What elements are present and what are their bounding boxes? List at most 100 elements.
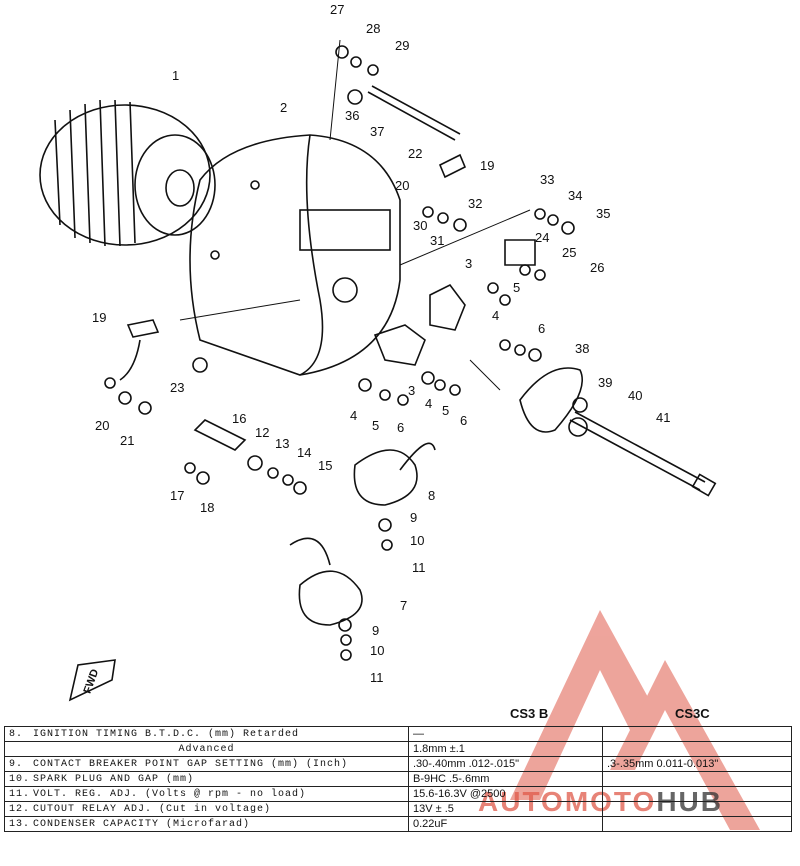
fwd-label: FWD [82, 668, 102, 696]
row-label: 13.CONDENSER CAPACITY (Microfarad) [4, 816, 409, 832]
cell-cs3b: 13V ± .5 [408, 801, 603, 817]
cell-cs3b: — [408, 726, 603, 742]
table-row: 13.CONDENSER CAPACITY (Microfarad) 0.22u… [4, 816, 792, 832]
row-number: 8. [9, 728, 24, 740]
row-number: 12. [9, 803, 31, 815]
callout-39: 39 [598, 375, 612, 390]
callout-8: 8 [428, 488, 435, 503]
column-header-cs3c: CS3C [675, 706, 710, 721]
table-row: 9. CONTACT BREAKER POINT GAP SETTING (mm)… [4, 756, 792, 772]
row-number: 13. [9, 818, 31, 830]
callout-19: 19 [92, 310, 106, 325]
callout-4: 4 [492, 308, 499, 323]
callout-27: 27 [330, 2, 344, 17]
callout-9b: 9 [372, 623, 379, 638]
row-number: 9. [9, 758, 24, 770]
callout-41: 41 [656, 410, 670, 425]
cell-cs3c [602, 786, 792, 802]
callout-12: 12 [255, 425, 269, 440]
cell-cs3b: B-9HC .5-.6mm [408, 771, 603, 787]
cell-cs3c [602, 726, 792, 742]
callout-10b: 10 [370, 643, 384, 658]
parts-linework [119, 39, 717, 626]
row-text: SPARK PLUG AND GAP (mm) [33, 773, 195, 785]
callout-3: 3 [465, 256, 472, 271]
cell-cs3b: .30-.40mm .012-.015" [408, 756, 603, 772]
callout-30: 30 [413, 218, 427, 233]
callout-29: 29 [395, 38, 409, 53]
fwd-arrow-shape [68, 659, 116, 702]
callout-19b: 19 [480, 158, 494, 173]
cell-cs3c [602, 801, 792, 817]
callout-13: 13 [275, 436, 289, 451]
callout-4b: 4 [350, 408, 357, 423]
table-row: 11.VOLT. REG. ADJ. (Volts @ rpm - no loa… [4, 786, 792, 802]
callout-15: 15 [318, 458, 332, 473]
callout-33: 33 [540, 172, 554, 187]
cell-cs3c [602, 741, 792, 757]
stator-housing-drawing [189, 134, 401, 376]
row-label: 10.SPARK PLUG AND GAP (mm) [4, 771, 409, 787]
callout-20b: 20 [395, 178, 409, 193]
callout-21: 21 [120, 433, 134, 448]
row-text: CONTACT BREAKER POINT GAP SETTING (mm) (… [33, 758, 349, 770]
callout-6: 6 [538, 321, 545, 336]
row-label: 12.CUTOUT RELAY ADJ. (Cut in voltage) [4, 801, 409, 817]
cell-cs3c: .3-.35mm 0.011-0.013" [602, 756, 792, 772]
callout-5c: 5 [442, 403, 449, 418]
callout-1: 1 [172, 68, 179, 83]
callout-11: 11 [412, 560, 426, 575]
cell-cs3b: 15.6-16.3V @2500 [408, 786, 603, 802]
table-row: 10.SPARK PLUG AND GAP (mm) B-9HC .5-.6mm [4, 771, 792, 787]
row-label: 11.VOLT. REG. ADJ. (Volts @ rpm - no loa… [4, 786, 409, 802]
rotor-drawing [39, 99, 216, 247]
exploded-parts-diagram: 1 2 3 3 4 4 4 5 5 5 6 6 6 7 8 9 9 10 10 … [39, 2, 717, 702]
callout-11b: 11 [370, 670, 384, 685]
callout-18: 18 [200, 500, 214, 515]
callout-3b: 3 [408, 383, 415, 398]
callout-7: 7 [400, 598, 407, 613]
table-row: 12.CUTOUT RELAY ADJ. (Cut in voltage) 13… [4, 801, 792, 817]
row-label: 9. CONTACT BREAKER POINT GAP SETTING (mm)… [4, 756, 409, 772]
callout-9: 9 [410, 510, 417, 525]
callout-20: 20 [95, 418, 109, 433]
callout-37: 37 [370, 124, 384, 139]
callout-32: 32 [468, 196, 482, 211]
callout-17: 17 [170, 488, 184, 503]
callout-25: 25 [562, 245, 576, 260]
callout-36: 36 [345, 108, 359, 123]
callout-26: 26 [590, 260, 604, 275]
row-text: CUTOUT RELAY ADJ. (Cut in voltage) [33, 803, 272, 815]
row-text: Advanced [178, 743, 235, 755]
row-text: CONDENSER CAPACITY (Microfarad) [33, 818, 251, 830]
callout-35: 35 [596, 206, 610, 221]
callout-16: 16 [232, 411, 246, 426]
row-label: 8. IGNITION TIMING B.T.D.C. (mm) Retarded [4, 726, 409, 742]
row-text: VOLT. REG. ADJ. (Volts @ rpm - no load) [33, 788, 307, 800]
cell-cs3b: 0.22uF [408, 816, 603, 832]
table-row: 8. IGNITION TIMING B.T.D.C. (mm) Retarded… [4, 726, 792, 742]
cell-cs3b: 1.8mm ±.1 [408, 741, 603, 757]
column-header-cs3b: CS3 B [510, 706, 549, 721]
cell-cs3c [602, 771, 792, 787]
callout-5b: 5 [372, 418, 379, 433]
callout-4c: 4 [425, 396, 432, 411]
callout-23: 23 [170, 380, 184, 395]
callout-34: 34 [568, 188, 582, 203]
callout-38: 38 [575, 341, 589, 356]
row-number: 11. [9, 788, 31, 800]
cell-cs3c [602, 816, 792, 832]
callout-40: 40 [628, 388, 642, 403]
callout-24: 24 [535, 230, 549, 245]
callout-6b: 6 [397, 420, 404, 435]
row-label: Advanced [4, 741, 409, 757]
table-row: Advanced 1.8mm ±.1 [4, 741, 792, 757]
spec-table: 8. IGNITION TIMING B.T.D.C. (mm) Retarded… [4, 726, 792, 832]
callout-22: 22 [408, 146, 422, 161]
callout-14: 14 [297, 445, 311, 460]
callout-28: 28 [366, 21, 380, 36]
callout-2: 2 [280, 100, 287, 115]
callout-6c: 6 [460, 413, 467, 428]
row-text: IGNITION TIMING B.T.D.C. (mm) Retarded [33, 728, 300, 740]
row-number: 10. [9, 773, 31, 785]
